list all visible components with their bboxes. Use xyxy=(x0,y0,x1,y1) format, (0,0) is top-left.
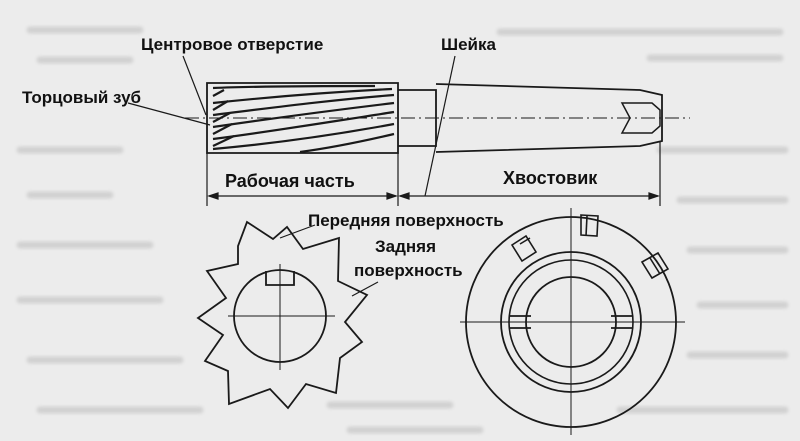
label-flank-line1: Задняя xyxy=(375,237,437,256)
ring-key-right xyxy=(611,315,633,329)
label-neck: Шейка xyxy=(441,35,496,54)
faded-background-text xyxy=(16,26,789,434)
dimension-lines xyxy=(206,141,661,206)
milling-cutter-drawing xyxy=(196,220,379,410)
cutter-teeth-outline xyxy=(196,220,369,410)
label-flank-line2: поверхность xyxy=(354,261,463,280)
ring-key-left xyxy=(509,315,531,329)
label-center-hole: Центровое отверстие xyxy=(141,35,324,54)
label-shank: Хвостовик xyxy=(503,168,598,188)
cutter-leader-lines xyxy=(279,224,379,297)
label-end-tooth: Торцовый зуб xyxy=(22,88,142,107)
helical-flutes xyxy=(212,84,395,154)
reamer-drawing xyxy=(127,55,690,206)
leader-lines xyxy=(127,55,456,197)
ring-cutter-drawing xyxy=(460,208,685,435)
ring-inserts xyxy=(510,214,670,280)
shank-body xyxy=(435,83,663,153)
label-working-part: Рабочая часть xyxy=(225,171,355,191)
label-rake-face: Передняя поверхность xyxy=(308,211,504,230)
tang xyxy=(620,102,661,134)
